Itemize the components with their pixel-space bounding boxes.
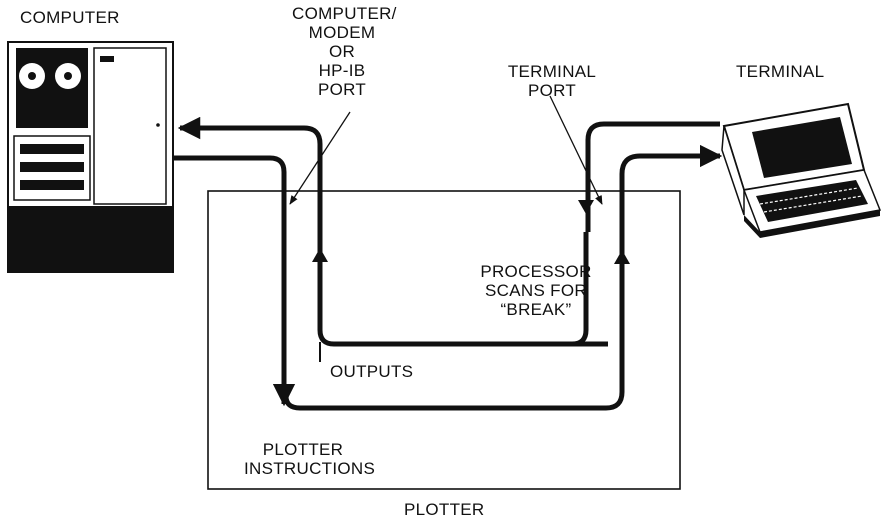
terminal-port-label: TERMINAL PORT — [490, 62, 614, 100]
processor-label-line: SCANS FOR — [466, 281, 606, 300]
computer-port-label-line: HP-IB — [292, 61, 392, 80]
computer-port-label-line: MODEM — [292, 23, 392, 42]
terminal-port-label-line: PORT — [490, 81, 614, 100]
terminal-output-path — [588, 124, 720, 232]
terminal-port-arrowhead — [578, 200, 594, 214]
computer-port-label-line: COMPUTER/ — [292, 4, 392, 23]
processor-label-line: PROCESSOR — [466, 262, 606, 281]
processor-arrowhead — [614, 250, 630, 264]
terminal-icon — [722, 104, 880, 238]
plotter-label: PLOTTER — [404, 500, 484, 519]
computer-icon — [8, 42, 173, 272]
plotter-instructions-label-line: INSTRUCTIONS — [244, 459, 362, 478]
terminal-label: TERMINAL — [736, 62, 824, 81]
terminal-port-label-line: TERMINAL — [490, 62, 614, 81]
processor-label-line: “BREAK” — [466, 300, 606, 319]
computer-label: COMPUTER — [20, 8, 120, 27]
computer-port-label: COMPUTER/ MODEM OR HP-IB PORT — [292, 4, 392, 99]
computer-port-label-line: PORT — [292, 80, 392, 99]
computer-port-label-line: OR — [292, 42, 392, 61]
computer-output-path — [173, 158, 284, 404]
plotter-instructions-label-line: PLOTTER — [244, 440, 362, 459]
outputs-label: OUTPUTS — [330, 362, 413, 381]
terminal-port-pointer — [550, 96, 602, 204]
plotter-instructions-label: PLOTTER INSTRUCTIONS — [244, 440, 362, 478]
outputs-arrowhead — [312, 248, 328, 262]
processor-label: PROCESSOR SCANS FOR “BREAK” — [466, 262, 606, 319]
